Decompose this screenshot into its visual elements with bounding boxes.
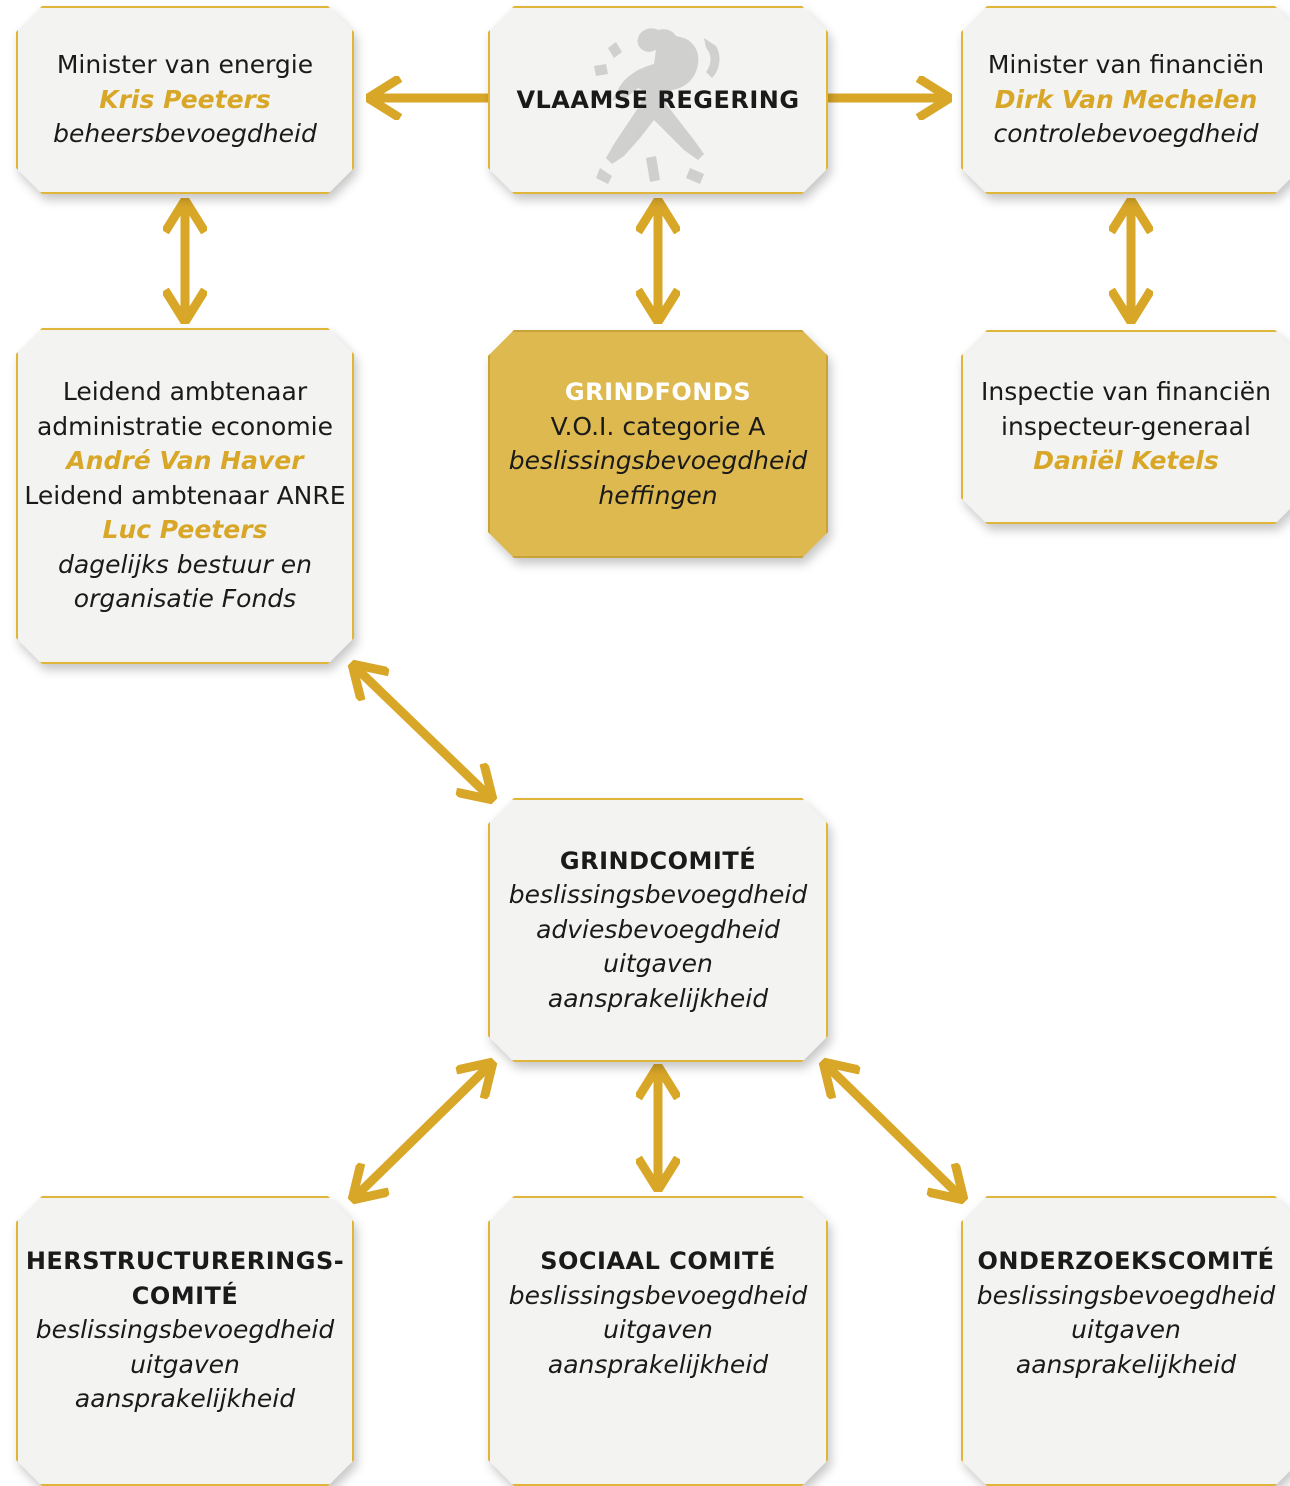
onderzoekscomite-title: ONDERZOEKSCOMITÉ [977, 1247, 1275, 1275]
ambtenaar-line1: Leidend ambtenaar [62, 377, 308, 407]
inspectie-box: Inspectie van financiën inspecteur-gener… [961, 330, 1290, 524]
ambtenaar-name1: André Van Haver [66, 446, 304, 476]
minister-energie-role: beheersbevoegdheid [53, 119, 317, 149]
inspectie-line2: inspecteur-generaal [1001, 411, 1251, 441]
herstructurering-role1: beslissingsbevoegdheid [35, 1315, 335, 1344]
herstructurering-box: HERSTRUCTURERINGS- COMITÉ beslissingsbev… [16, 1196, 354, 1486]
arrow-grindcomite-herstructurering [352, 1062, 493, 1200]
grindcomite-role4: aansprakelijkheid [547, 983, 769, 1013]
minister-financien-role: controlebevoegdheid [993, 119, 1259, 149]
grindfonds-category: V.O.I. categorie A [550, 411, 766, 441]
minister-energie-box: Minister van energie Kris Peeters beheer… [16, 6, 354, 194]
onderzoekscomite-role3: aansprakelijkheid [1015, 1349, 1237, 1379]
grindfonds-role1: beslissingsbevoegdheid [508, 446, 808, 475]
vlaamse-regering-box: VLAAMSE REGERING [488, 6, 828, 194]
inspectie-line1: Inspectie van financiën [981, 377, 1271, 407]
onderzoekscomite-role2: uitgaven [1071, 1315, 1181, 1344]
onderzoekscomite-role1: beslissingsbevoegdheid [976, 1280, 1276, 1310]
herstructurering-title2: COMITÉ [131, 1281, 239, 1310]
minister-financien-name: Dirk Van Mechelen [994, 84, 1258, 114]
herstructurering-role3: aansprakelijkheid [74, 1384, 296, 1413]
sociaal-comite-title: SOCIAAL COMITÉ [540, 1247, 776, 1275]
sociaal-comite-role1: beslissingsbevoegdheid [508, 1280, 808, 1310]
grindfonds-box: GRINDFONDS V.O.I. categorie A beslissing… [488, 330, 828, 558]
minister-financien-label: Minister van financiën [987, 50, 1265, 80]
sociaal-comite-role2: uitgaven [603, 1315, 713, 1344]
grindcomite-role3: uitgaven [603, 949, 713, 979]
ambtenaar-role2: organisatie Fonds [73, 584, 297, 614]
grindcomite-role1: beslissingsbevoegdheid [508, 880, 808, 910]
grindfonds-title: GRINDFONDS [564, 378, 752, 406]
vlaamse-regering-title: VLAAMSE REGERING [516, 85, 800, 114]
minister-energie-label: Minister van energie [56, 50, 314, 80]
grindcomite-title: GRINDCOMITÉ [559, 846, 757, 875]
sociaal-comite-role3: aansprakelijkheid [547, 1349, 769, 1379]
ambtenaar-role1: dagelijks bestuur en [58, 549, 312, 579]
herstructurering-role2: uitgaven [130, 1349, 240, 1379]
leidend-ambtenaar-box: Leidend ambtenaar administratie economie… [16, 328, 354, 664]
herstructurering-title1: HERSTRUCTURERINGS- [25, 1247, 345, 1275]
minister-financien-box: Minister van financiën Dirk Van Mechelen… [961, 6, 1290, 194]
ambtenaar-name2: Luc Peeters [102, 515, 268, 545]
ambtenaar-line2: administratie economie [36, 411, 334, 441]
onderzoekscomite-box: ONDERZOEKSCOMITÉ beslissingsbevoegdheid … [961, 1196, 1290, 1486]
inspectie-name: Daniël Ketels [1033, 446, 1219, 476]
sociaal-comite-box: SOCIAAL COMITÉ beslissingsbevoegdheid ui… [488, 1196, 828, 1486]
grindcomite-role2: adviesbevoegdheid [536, 914, 780, 944]
arrow-grindcomite-onderzoek [823, 1062, 964, 1200]
grindfonds-role2: heffingen [598, 480, 718, 510]
flemish-lion-icon [490, 8, 830, 196]
arrow-ambtenaar-grindcomite [352, 664, 493, 800]
minister-energie-name: Kris Peeters [99, 84, 271, 114]
grindcomite-box: GRINDCOMITÉ beslissingsbevoegdheid advie… [488, 798, 828, 1062]
ambtenaar-line3: Leidend ambtenaar ANRE [24, 480, 346, 510]
